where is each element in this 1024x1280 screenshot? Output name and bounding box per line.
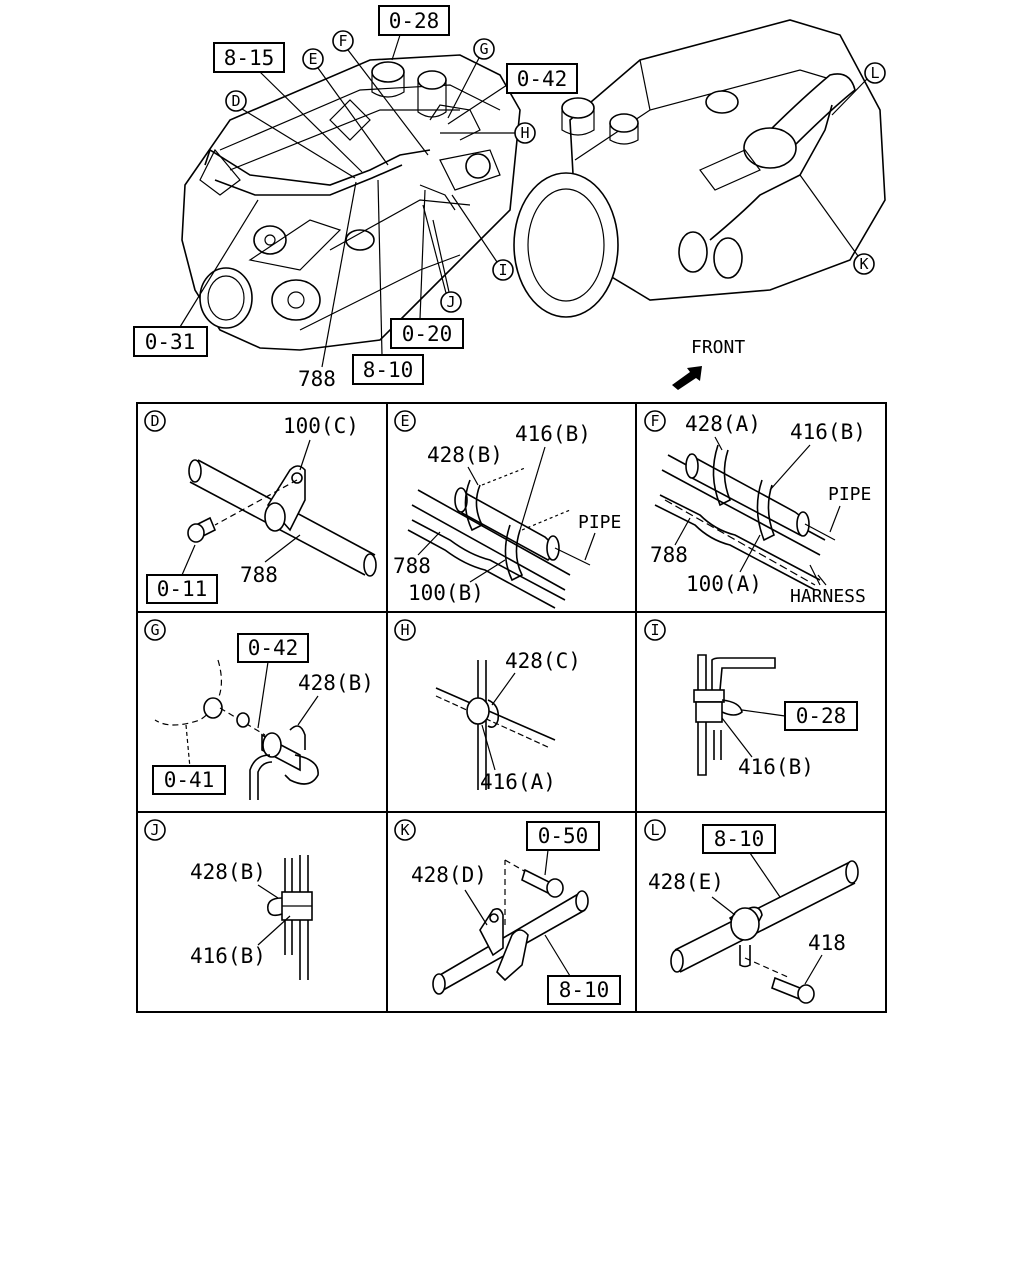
label-pipe: PIPE [578, 512, 621, 533]
harness-bundle-drawing [654, 444, 836, 591]
double-pipe-clip-drawing [266, 855, 313, 980]
label-416a: 416(A) [480, 770, 556, 794]
cross-clip-drawing [435, 660, 556, 790]
ref-050: 0-50 [538, 824, 589, 848]
front-arrow-icon [672, 366, 702, 390]
ref-011: 0-11 [157, 577, 208, 601]
callout-letter: H [520, 124, 529, 142]
panel-letter: E [400, 412, 409, 430]
label-428b: 428(B) [190, 860, 266, 884]
overview-callout-d: D [225, 90, 356, 179]
ref-label: 0-42 [517, 67, 568, 91]
overview-callout-f: F [332, 30, 429, 156]
panel-letter: I [650, 621, 659, 639]
overview-ref-028: 0-28 [378, 5, 450, 61]
panel-j: J 428(B) 416(B) [144, 819, 313, 980]
label-100a: 100(A) [686, 572, 762, 596]
panel-letter: F [650, 412, 659, 430]
label-788: 788 [650, 543, 688, 567]
ref-028: 0-28 [796, 704, 847, 728]
overview-callout-h: H [440, 122, 536, 144]
panel-letter: G [150, 621, 159, 639]
ref-label: 8-10 [363, 358, 414, 382]
engine-right-illustration [513, 19, 886, 318]
pipe-788-drawing [187, 459, 377, 577]
callout-letter: F [338, 32, 347, 50]
callout-letter: G [479, 40, 488, 58]
label-100c: 100(C) [283, 414, 359, 438]
overview-callout-l: L [831, 62, 886, 116]
panel-letter: L [650, 821, 659, 839]
label-harness: HARNESS [790, 586, 866, 607]
panel-f: F 428(A) 416(B) PIPE 788 100(A) HARNESS [644, 410, 871, 607]
panel-k: K 0-50 428(D) 8-10 [394, 819, 621, 1005]
panel-g: G 0-42 428(B) 0-41 [144, 619, 374, 800]
front-indicator: FRONT [672, 337, 745, 390]
part-788-label: 788 [298, 367, 336, 391]
ref-label: 0-20 [402, 322, 453, 346]
overview-callout-e: E [302, 48, 389, 166]
label-428e: 428(E) [648, 870, 724, 894]
overview-callout-g: G [447, 38, 495, 119]
overview-ref-031: 0-31 [133, 199, 259, 357]
vertical-pipe-clip-drawing [693, 654, 776, 776]
label-416b: 416(B) [738, 755, 814, 779]
label-416b: 416(B) [790, 420, 866, 444]
panel-letter: H [400, 621, 409, 639]
ref-810: 8-10 [559, 978, 610, 1002]
ref-label: 0-28 [389, 9, 440, 33]
callout-letter: K [859, 255, 868, 273]
label-428b: 428(B) [427, 443, 503, 467]
panel-letter: D [150, 412, 159, 430]
ref-label: 8-15 [224, 46, 275, 70]
panel-i: I 0-28 416(B) [644, 619, 858, 779]
overview-callout-k: K [799, 174, 875, 275]
panel-e: E 416(B) 428(B) PIPE 788 100(B) [393, 410, 621, 609]
panel-d: D 100(C) 788 0-11 [144, 410, 377, 604]
label-100b: 100(B) [408, 581, 484, 605]
label-416b: 416(B) [515, 422, 591, 446]
front-label: FRONT [691, 337, 745, 358]
panel-letter: J [150, 821, 159, 839]
overview-ref-810: 8-10 [352, 179, 424, 385]
overview-callout-j: J [422, 204, 462, 313]
label-428b: 428(B) [298, 671, 374, 695]
callout-letter: J [446, 293, 455, 311]
clamp-drawing [670, 860, 859, 1004]
label-428a: 428(A) [685, 412, 761, 436]
label-pipe: PIPE [828, 484, 871, 505]
label-788: 788 [240, 563, 278, 587]
overview-part-788: 788 [298, 181, 357, 391]
panel-h: H 428(C) 416(A) [394, 619, 581, 794]
panel-letter: K [400, 821, 409, 839]
callout-letter: E [308, 50, 317, 68]
ref-label: 0-31 [145, 330, 196, 354]
overview-ref-815: 8-15 [213, 42, 363, 173]
ref-810: 8-10 [714, 827, 765, 851]
fitting-drawing [154, 659, 319, 800]
callout-letter: I [498, 261, 507, 279]
overview-ref-020: 0-20 [390, 189, 464, 349]
label-428c: 428(C) [505, 649, 581, 673]
label-418: 418 [808, 931, 846, 955]
label-428d: 428(D) [411, 863, 487, 887]
overview-ref-042: 0-42 [447, 63, 578, 125]
pipe-bundle-drawing [407, 467, 591, 609]
label-416b: 416(B) [190, 944, 266, 968]
detail-grid [136, 402, 887, 1013]
panel-l: L 8-10 428(E) 418 [644, 819, 859, 1004]
callout-letter: D [231, 92, 240, 110]
callout-letter: L [870, 64, 879, 82]
bracket-clip-drawing [432, 859, 589, 995]
overview-callout-i: I [451, 194, 514, 281]
label-788: 788 [393, 554, 431, 578]
ref-042: 0-42 [248, 636, 299, 660]
ref-041: 0-41 [164, 768, 215, 792]
